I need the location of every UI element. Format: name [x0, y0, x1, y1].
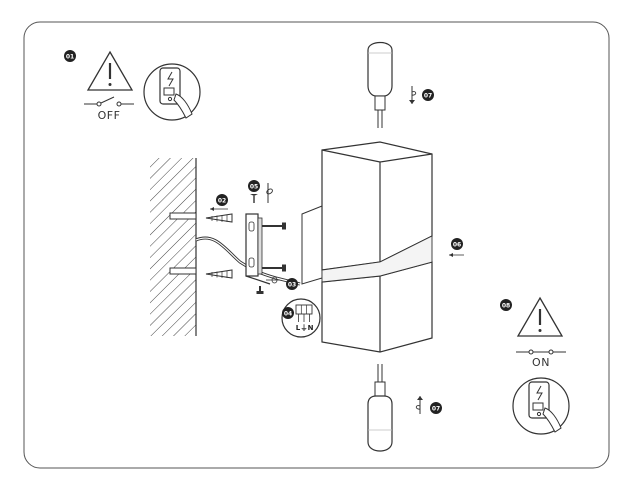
step-badge-01 [64, 50, 76, 62]
screwdriver-icon [250, 194, 258, 203]
g9-bulb-bottom [367, 364, 393, 452]
rotate-screw-icon [266, 183, 273, 203]
step-number-05: 05 [250, 184, 258, 191]
step-number-07-top: 07 [424, 93, 432, 100]
switch-off-label: OFF [98, 109, 121, 122]
step-number-07-bottom: 07 [432, 406, 440, 413]
push-up-arrow-icon [415, 396, 423, 414]
wall [150, 158, 197, 336]
step-badge-02 [216, 194, 228, 206]
step-number-03: 03 [288, 282, 296, 289]
wall-plug-icon [205, 269, 233, 279]
step-badge-05 [248, 180, 260, 192]
step-badge-06 [451, 238, 463, 250]
step-02-group: 02 [205, 194, 233, 279]
mounting-bracket [245, 213, 271, 285]
step-08-group: 08 ON [500, 296, 570, 435]
step-07-bottom-group: 07 [415, 396, 442, 414]
step-badge-03 [286, 278, 298, 290]
warning-triangle-icon [516, 296, 564, 337]
step-number-01: 01 [66, 54, 74, 61]
switch-on-label: ON [532, 356, 550, 369]
step-badge-07-bottom [430, 402, 442, 414]
step-05-group: 05 [248, 180, 273, 203]
step-number-06: 06 [453, 242, 461, 249]
step-07-top-group: 07 [409, 86, 434, 104]
switch-off-symbol-icon [84, 96, 134, 107]
g9-bulb-top [367, 41, 393, 128]
wall-plug-icon [205, 213, 233, 223]
wall-lamp-body [301, 141, 433, 353]
step-badge-08 [500, 299, 512, 311]
step-03-group: 03 [266, 276, 298, 290]
breaker-off-icon [143, 63, 201, 121]
mounting-screw-icon [262, 222, 286, 230]
step-01-group: 01 OFF [64, 50, 201, 122]
terminal-label-n: N [308, 324, 314, 332]
step-04-group: 04 L ⏚ N [281, 298, 321, 338]
push-left-arrow-icon [449, 253, 464, 257]
warning-triangle-icon [86, 50, 134, 91]
step-number-04: 04 [284, 311, 292, 318]
diagram-frame [23, 21, 610, 469]
terminal-label-earth: ⏚ [301, 324, 308, 332]
rotate-arrow-icon [266, 276, 280, 284]
step-06-group: 06 [449, 238, 464, 257]
step-number-08: 08 [502, 303, 510, 310]
step-number-02: 02 [218, 198, 226, 205]
step-badge-04 [282, 307, 294, 319]
terminal-label-l: L [296, 324, 301, 332]
breaker-on-icon [512, 377, 570, 435]
step-badge-07-top [422, 89, 434, 101]
earth-screw-icon [256, 286, 264, 294]
push-down-arrow-icon [409, 86, 417, 104]
terminal-block-icon [295, 304, 313, 322]
mounting-screw-icon [262, 264, 286, 272]
switch-on-symbol-icon [516, 349, 566, 355]
